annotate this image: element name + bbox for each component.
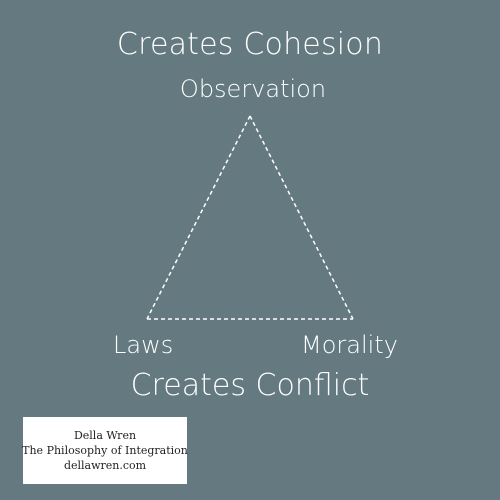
bottom-heading: Creates Conflict — [130, 368, 370, 403]
edge-apex-right — [249, 115, 354, 320]
credit-work-title: The Philosophy of Integration — [22, 444, 188, 457]
top-heading: Creates Cohesion — [116, 27, 384, 62]
credit-author: Della Wren — [73, 429, 137, 442]
edge-apex-left — [146, 115, 251, 320]
credit-website: dellawren.com — [63, 459, 147, 472]
vertex-label-morality: Morality — [301, 331, 398, 359]
credit-box: Della Wren The Philosophy of Integration… — [22, 417, 188, 484]
vertex-label-observation: Observation — [179, 75, 327, 103]
vertex-label-laws: Laws — [113, 331, 174, 359]
